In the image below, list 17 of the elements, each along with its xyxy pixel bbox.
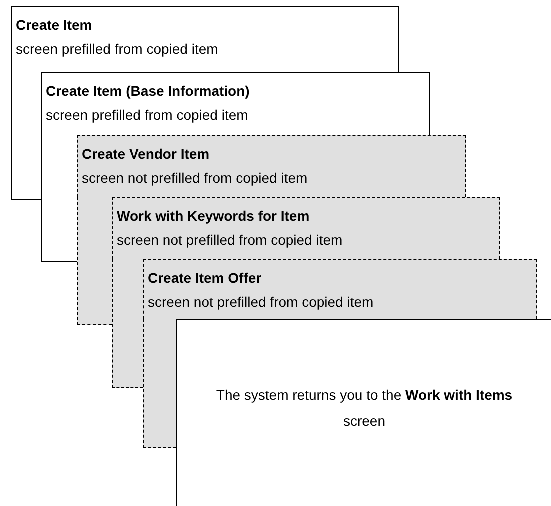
result-text: The system returns you to the Work with Items screen: [216, 387, 513, 429]
result-card: [176, 319, 551, 506]
screen-card: [41, 72, 430, 135]
screen-note: screen not prefilled from copied item: [117, 231, 343, 250]
screen-title: Create Item (Base Information): [46, 82, 250, 101]
screen-title: Work with Keywords for Item: [117, 207, 310, 226]
screen-card: [143, 259, 537, 319]
screen-card: [112, 197, 500, 259]
screen-card: [11, 6, 399, 72]
screen-card: [77, 135, 466, 197]
screen-note: screen not prefilled from copied item: [82, 169, 308, 188]
screen-title: Create Item: [16, 16, 92, 35]
screen-note: screen prefilled from copied item: [46, 106, 248, 125]
screen-title: Create Vendor Item: [82, 145, 210, 164]
screen-note: screen not prefilled from copied item: [148, 293, 374, 312]
screen-title: Create Item Offer: [148, 269, 262, 288]
screen-note: screen prefilled from copied item: [16, 40, 218, 59]
